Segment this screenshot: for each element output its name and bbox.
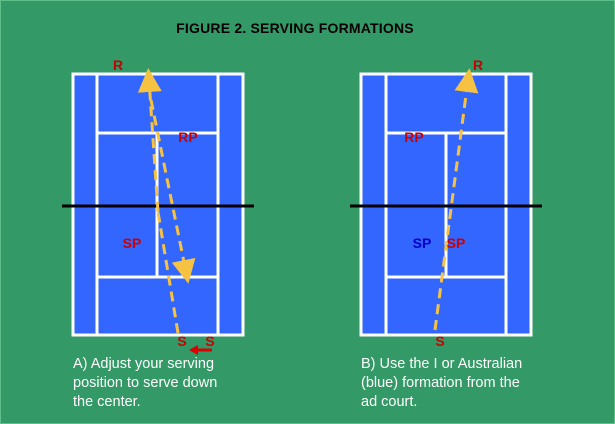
caption-b-line: (blue) formation from the [361,375,520,391]
caption-b: B) Use the I or Australian (blue) format… [361,355,522,412]
court-b-label-sp-red: SP [447,235,466,251]
figure-title: FIGURE 2. SERVING FORMATIONS [176,20,414,36]
court-a-move-arrow [189,345,212,355]
court-b-label-rp: RP [404,129,423,145]
caption-b-line: ad court. [361,394,418,410]
court-a-label-rp: RP [178,129,197,145]
court-a-label-r: R [113,57,123,73]
court-a-label-s-left: S [177,333,186,349]
caption-a-line: the center. [73,394,141,410]
caption-a-line: A) Adjust your serving [73,356,215,372]
caption-a: A) Adjust your serving position to serve… [73,355,217,412]
court-b-label-sp-blue: SP [413,235,432,251]
caption-b-line: B) Use the I or Australian [361,356,523,372]
court-b-label-s: S [435,333,444,349]
court-b: R RP SP SP S [350,57,542,349]
court-a-label-sp: SP [123,235,142,251]
court-a-label-s-right: S [205,333,214,349]
court-b-serve-path [433,68,479,331]
court-a-serve-path [137,68,196,334]
caption-a-line: position to serve down [73,375,218,391]
court-a: R RP SP S S [62,57,254,355]
court-b-label-r: R [473,57,483,73]
